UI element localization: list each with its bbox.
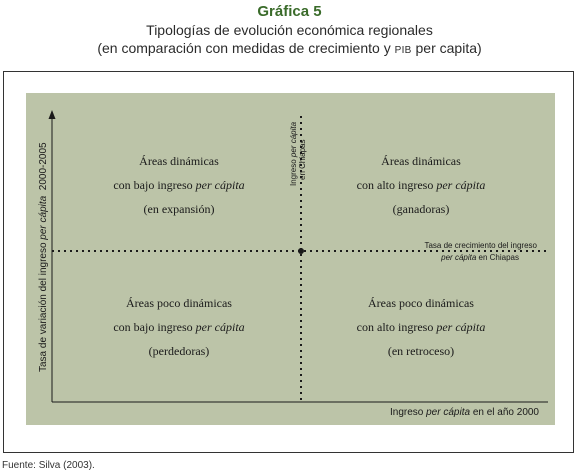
qbr-line2-prefix: con alto ingreso bbox=[357, 320, 437, 334]
horizontal-reference-label-1: Tasa de crecimiento del ingreso bbox=[424, 241, 537, 250]
quadrant-top-right: Áreas dinámicas con alto ingreso per cáp… bbox=[357, 154, 486, 216]
quadrant-top-right-line2: con alto ingreso per cápita bbox=[357, 178, 486, 192]
y-axis-arrow-icon bbox=[48, 110, 56, 119]
y-label-prefix: Tasa de variación del ingreso bbox=[38, 240, 49, 372]
quadrant-bottom-left-line3: (perdedoras) bbox=[149, 344, 210, 358]
source-note: Fuente: Silva (2003). bbox=[2, 460, 95, 471]
y-label-italic: per cápita bbox=[38, 195, 49, 240]
quadrant-bottom-right: Áreas poco dinámicas con alto ingreso pe… bbox=[357, 296, 486, 358]
qtr-line2-prefix: con alto ingreso bbox=[357, 178, 437, 192]
quadrant-top-left-line2: con bajo ingreso per cápita bbox=[113, 178, 244, 192]
x-label-italic: per cápita bbox=[425, 407, 470, 418]
quadrant-bottom-right-line3: (en retroceso) bbox=[388, 344, 454, 358]
vertical-reference-label-2: en Chiapas bbox=[298, 140, 307, 180]
quadrant-top-left-line3: (en expansión) bbox=[144, 202, 215, 216]
href-italic: per cápita bbox=[440, 253, 477, 262]
quadrant-top-left-line1: Áreas dinámicas bbox=[139, 154, 219, 168]
vref-prefix: Ingreso bbox=[289, 157, 298, 186]
horizontal-reference-label-2: per cápita en Chiapas bbox=[440, 253, 519, 262]
x-axis-label: Ingreso per cápita en el año 2000 bbox=[390, 407, 539, 418]
quadrant-bottom-left: Áreas poco dinámicas con bajo ingreso pe… bbox=[113, 296, 244, 358]
x-label-prefix: Ingreso bbox=[390, 407, 426, 418]
quadrant-top-right-line3: (ganadoras) bbox=[393, 202, 450, 216]
chart-title: Gráfica 5 bbox=[257, 3, 322, 20]
chart-heading: Gráfica 5 Tipologías de evolución económ… bbox=[0, 2, 579, 60]
quadrant-bottom-right-line1: Áreas poco dinámicas bbox=[368, 296, 474, 310]
diagram-panel bbox=[26, 93, 555, 425]
vertical-reference-label-1: Ingreso per cápita bbox=[289, 121, 298, 186]
chart-subtitle: Tipologías de evolución económica region… bbox=[146, 22, 433, 38]
intersection-point bbox=[298, 248, 304, 254]
subtitle-prefix: (en comparación con medidas de crecimien… bbox=[97, 40, 395, 56]
x-label-suffix: en el año 2000 bbox=[470, 407, 539, 418]
quadrant-bottom-left-line1: Áreas poco dinámicas bbox=[126, 296, 232, 310]
y-label-suffix: 2000-2005 bbox=[38, 142, 49, 196]
subtitle-suffix: per capita) bbox=[411, 40, 482, 56]
quadrant-top-left: Áreas dinámicas con bajo ingreso per cáp… bbox=[113, 154, 244, 216]
chart-subtitle-2: (en comparación con medidas de crecimien… bbox=[0, 39, 579, 60]
quadrant-bottom-left-line2: con bajo ingreso per cápita bbox=[113, 320, 244, 334]
subtitle-pib: PIB bbox=[394, 45, 412, 56]
vref-italic: per cápita bbox=[289, 121, 298, 158]
qbr-line2-italic: per cápita bbox=[435, 320, 485, 334]
qtr-line2-italic: per cápita bbox=[435, 178, 485, 192]
quadrant-bottom-right-line2: con alto ingreso per cápita bbox=[357, 320, 486, 334]
href-suffix: en Chiapas bbox=[476, 253, 519, 262]
qtl-line2-prefix: con bajo ingreso bbox=[113, 178, 195, 192]
qbl-line2-prefix: con bajo ingreso bbox=[113, 320, 195, 334]
quadrant-top-right-line1: Áreas dinámicas bbox=[381, 154, 461, 168]
qtl-line2-italic: per cápita bbox=[195, 178, 245, 192]
qbl-line2-italic: per cápita bbox=[195, 320, 245, 334]
y-axis-label: Tasa de variación del ingreso per cápita… bbox=[38, 142, 49, 372]
